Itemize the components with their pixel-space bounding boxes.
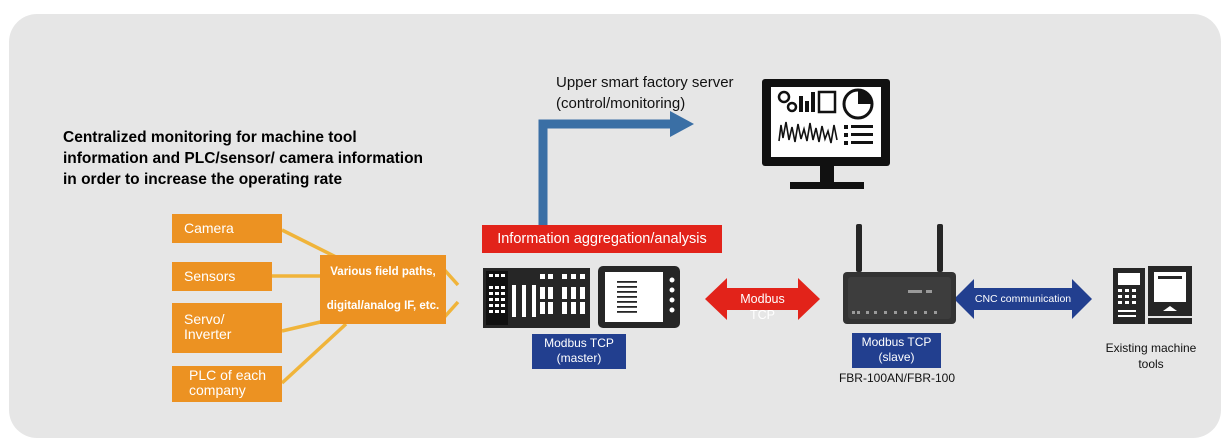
headline: Centralized monitoring for machine tool … bbox=[63, 127, 483, 190]
server-label: Upper smart factory server (control/moni… bbox=[556, 72, 734, 114]
master-line-1: Modbus TCP bbox=[544, 336, 614, 350]
camera-box: Camera bbox=[172, 214, 282, 243]
machine-tools-line-2: tools bbox=[1138, 357, 1164, 371]
slave-line-1: Modbus TCP bbox=[861, 335, 932, 349]
server-label-line-1: Upper smart factory server bbox=[556, 74, 734, 91]
router-model-label: FBR-100AN/FBR-100 bbox=[838, 371, 956, 385]
machine-tools-label: Existing machine tools bbox=[1098, 340, 1204, 372]
sensors-box: Sensors bbox=[172, 262, 272, 291]
headline-line-1: Centralized monitoring for machine tool bbox=[63, 129, 357, 146]
uplink-arrow-head bbox=[670, 111, 694, 137]
camera-label: Camera bbox=[184, 220, 234, 236]
field-paths-line-2: digital/analog IF, etc. bbox=[326, 300, 440, 312]
machine-tools-line-1: Existing machine bbox=[1105, 341, 1197, 355]
headline-line-2: information and PLC/sensor/ camera infor… bbox=[63, 150, 424, 167]
aggregation-banner: Information aggregation/analysis bbox=[482, 225, 722, 253]
sensors-label: Sensors bbox=[184, 268, 236, 284]
field-paths-line-1: Various field paths, bbox=[330, 266, 436, 278]
plc-label-line-2: company bbox=[189, 382, 246, 398]
servo-inverter-box: Servo/ Inverter bbox=[172, 303, 282, 353]
field-paths-box: Various field paths, digital/analog IF, … bbox=[320, 255, 446, 324]
plc-line bbox=[280, 322, 348, 385]
modbus-slave-box: Modbus TCP (slave) bbox=[852, 333, 941, 368]
modbus-tcp-arrow bbox=[705, 278, 820, 320]
headline-line-3: in order to increase the operating rate bbox=[63, 171, 343, 188]
modbus-master-box: Modbus TCP (master) bbox=[532, 334, 626, 369]
servo-label-line-1: Servo/ bbox=[184, 311, 225, 327]
plc-box: PLC of each company bbox=[172, 366, 282, 402]
modbus-tcp-arrow-label: Modbus TCP bbox=[740, 292, 785, 322]
master-line-2: (master) bbox=[556, 351, 602, 365]
slave-line-2: (slave) bbox=[878, 350, 915, 364]
cnc-communication-arrow-label: CNC communication bbox=[974, 293, 1072, 305]
cnc-communication-arrow bbox=[954, 279, 1092, 319]
plc-label-line-1: PLC of each bbox=[189, 367, 267, 383]
server-label-line-2: (control/monitoring) bbox=[556, 95, 686, 112]
uplink-arrow-shaft bbox=[538, 119, 676, 226]
servo-label-line-2: Inverter bbox=[184, 326, 232, 342]
